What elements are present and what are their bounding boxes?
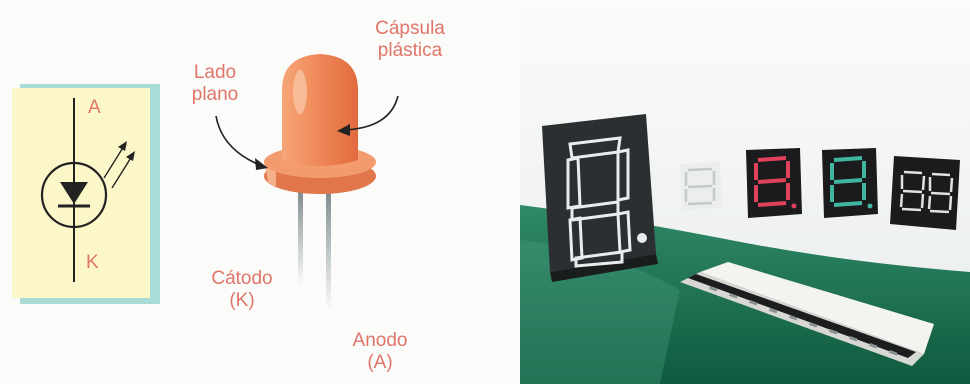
- lado-plano-label: Lado plano: [180, 62, 250, 106]
- anodo-label-line1: Anodo: [330, 330, 430, 352]
- display-photo: [520, 0, 970, 384]
- capsula-label: Cápsula plástica: [360, 18, 460, 62]
- green-seven-segment-display: [822, 148, 878, 218]
- anode-lead: [326, 190, 331, 310]
- anodo-label: Anodo (A): [330, 330, 430, 374]
- capsula-label-line2: plástica: [360, 40, 460, 62]
- catodo-label-line1: Cátodo: [192, 268, 292, 290]
- anodo-label-line2: (A): [330, 352, 430, 374]
- faded-seven-segment-display: [680, 162, 722, 210]
- cathode-lead: [298, 190, 303, 285]
- lado-plano-label-line1: Lado: [180, 62, 250, 84]
- lado-plano-label-line2: plano: [180, 84, 250, 106]
- led-dome: [282, 54, 358, 166]
- catodo-label-line2: (K): [192, 290, 292, 312]
- large-seven-segment-display: [542, 114, 658, 282]
- dual-digit-seven-segment-display: [890, 156, 960, 230]
- red-seven-segment-display: [746, 148, 802, 218]
- led-dome-highlight: [293, 70, 307, 114]
- capsula-label-line1: Cápsula: [360, 18, 460, 40]
- catodo-label: Cátodo (K): [192, 268, 292, 312]
